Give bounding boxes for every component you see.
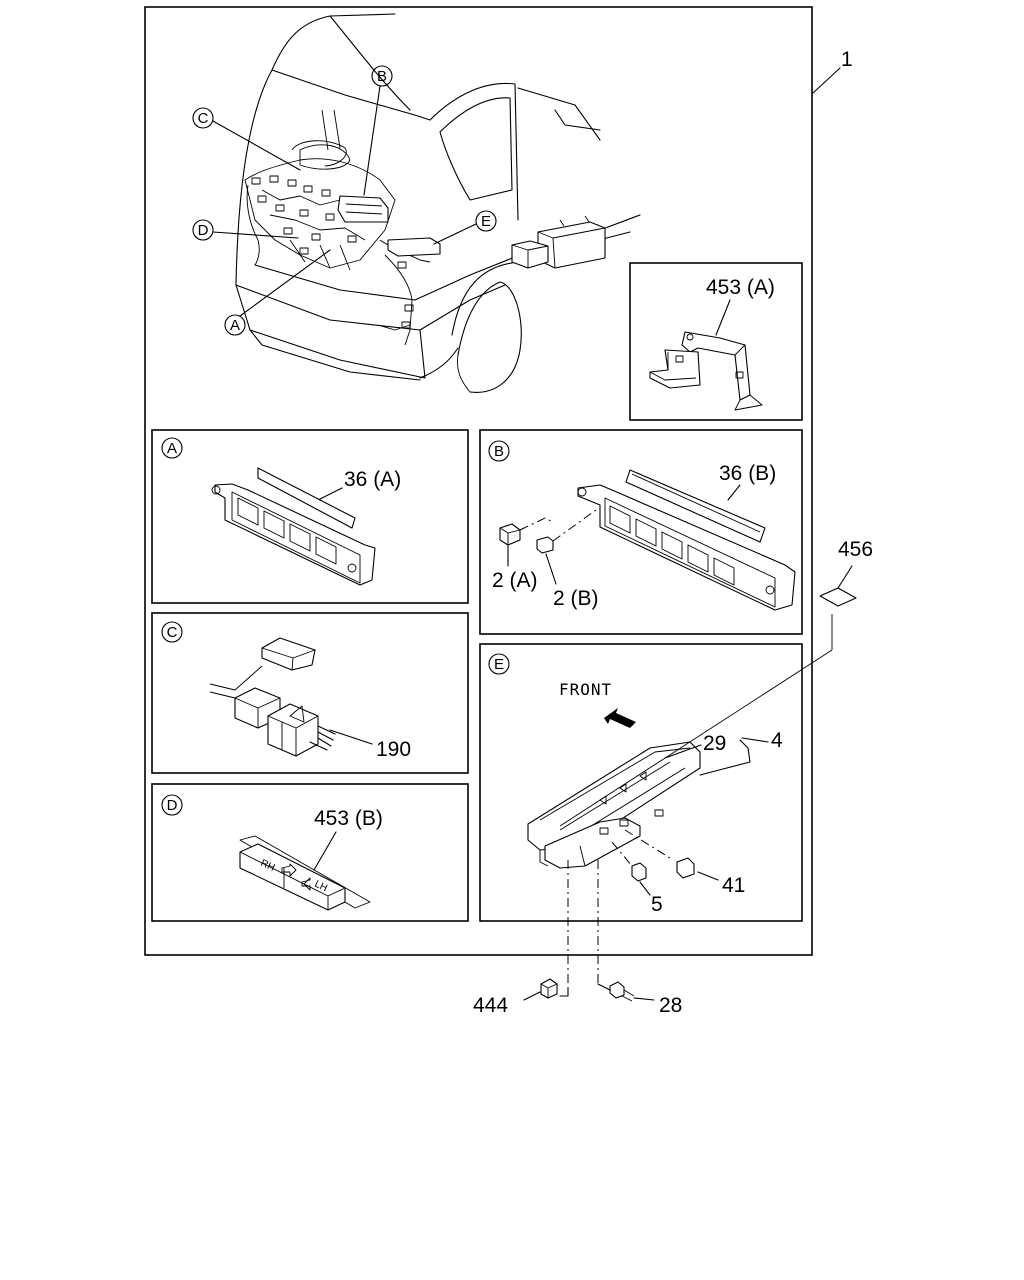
label-456: 456 (838, 538, 873, 561)
pad-456: 456 (559, 538, 873, 827)
panel-a: A 36 (A) (151, 429, 469, 604)
panel-a-id: A (167, 440, 177, 457)
panel-c: C 190 (151, 612, 469, 774)
label-28: 28 (659, 994, 682, 1017)
label-4: 4 (771, 729, 783, 752)
front-arrow-icon (604, 708, 636, 728)
clip-5 (631, 862, 647, 882)
fasteners: 444 28 (473, 860, 682, 1017)
panel-e: E FRONT 41 5 29 4 (479, 643, 803, 922)
label-assembly-1: 1 (841, 48, 853, 71)
bracket-36a (211, 467, 376, 586)
label-2a: 2 (A) (492, 569, 538, 592)
assembly-callout: 1 (812, 48, 853, 94)
callout-c: C (192, 107, 301, 171)
label-29: 29 (703, 732, 726, 755)
callout-e-text: E (481, 213, 491, 230)
connector-190 (209, 637, 336, 757)
nut-444 (540, 978, 558, 999)
callout-b-text: B (377, 68, 387, 85)
callout-d: D (192, 219, 299, 241)
callout-c-text: C (198, 110, 209, 127)
label-36a: 36 (A) (344, 468, 401, 491)
main-frame (144, 6, 813, 956)
bracket-453a (649, 331, 763, 411)
label-41: 41 (722, 874, 745, 897)
label-2b: 2 (B) (553, 587, 599, 610)
inset-453a: 453 (A) (629, 262, 803, 421)
callout-a-text: A (230, 317, 240, 334)
callout-d-text: D (198, 222, 209, 239)
bolt-28 (609, 981, 635, 1002)
panel-d-id: D (167, 797, 178, 814)
bracket-36b (577, 469, 796, 611)
panel-c-id: C (167, 624, 178, 641)
label-tape-453b: RH LH (239, 835, 371, 911)
truck-overview (235, 13, 641, 393)
callout-e: E (433, 210, 497, 245)
label-444: 444 (473, 994, 508, 1017)
label-453b: 453 (B) (314, 807, 383, 830)
label-190: 190 (376, 738, 411, 761)
label-5: 5 (651, 893, 663, 916)
clip-41 (676, 857, 695, 879)
label-453a: 453 (A) (706, 276, 775, 299)
front-text: FRONT (559, 680, 612, 699)
label-36b: 36 (B) (719, 462, 776, 485)
callout-b: B (363, 65, 393, 196)
panel-d: D 453 (B) RH LH (151, 783, 469, 922)
callout-a: A (224, 249, 331, 336)
panel-b-id: B (494, 443, 504, 460)
fuse-box-4 (527, 741, 701, 869)
clip-2a (499, 523, 521, 546)
panel-b: B 36 (B) 2 (A) 2 (B) (479, 429, 803, 635)
tape-mark-lh: LH (313, 879, 329, 894)
panel-e-id: E (494, 656, 504, 673)
clip-2b (536, 536, 554, 554)
